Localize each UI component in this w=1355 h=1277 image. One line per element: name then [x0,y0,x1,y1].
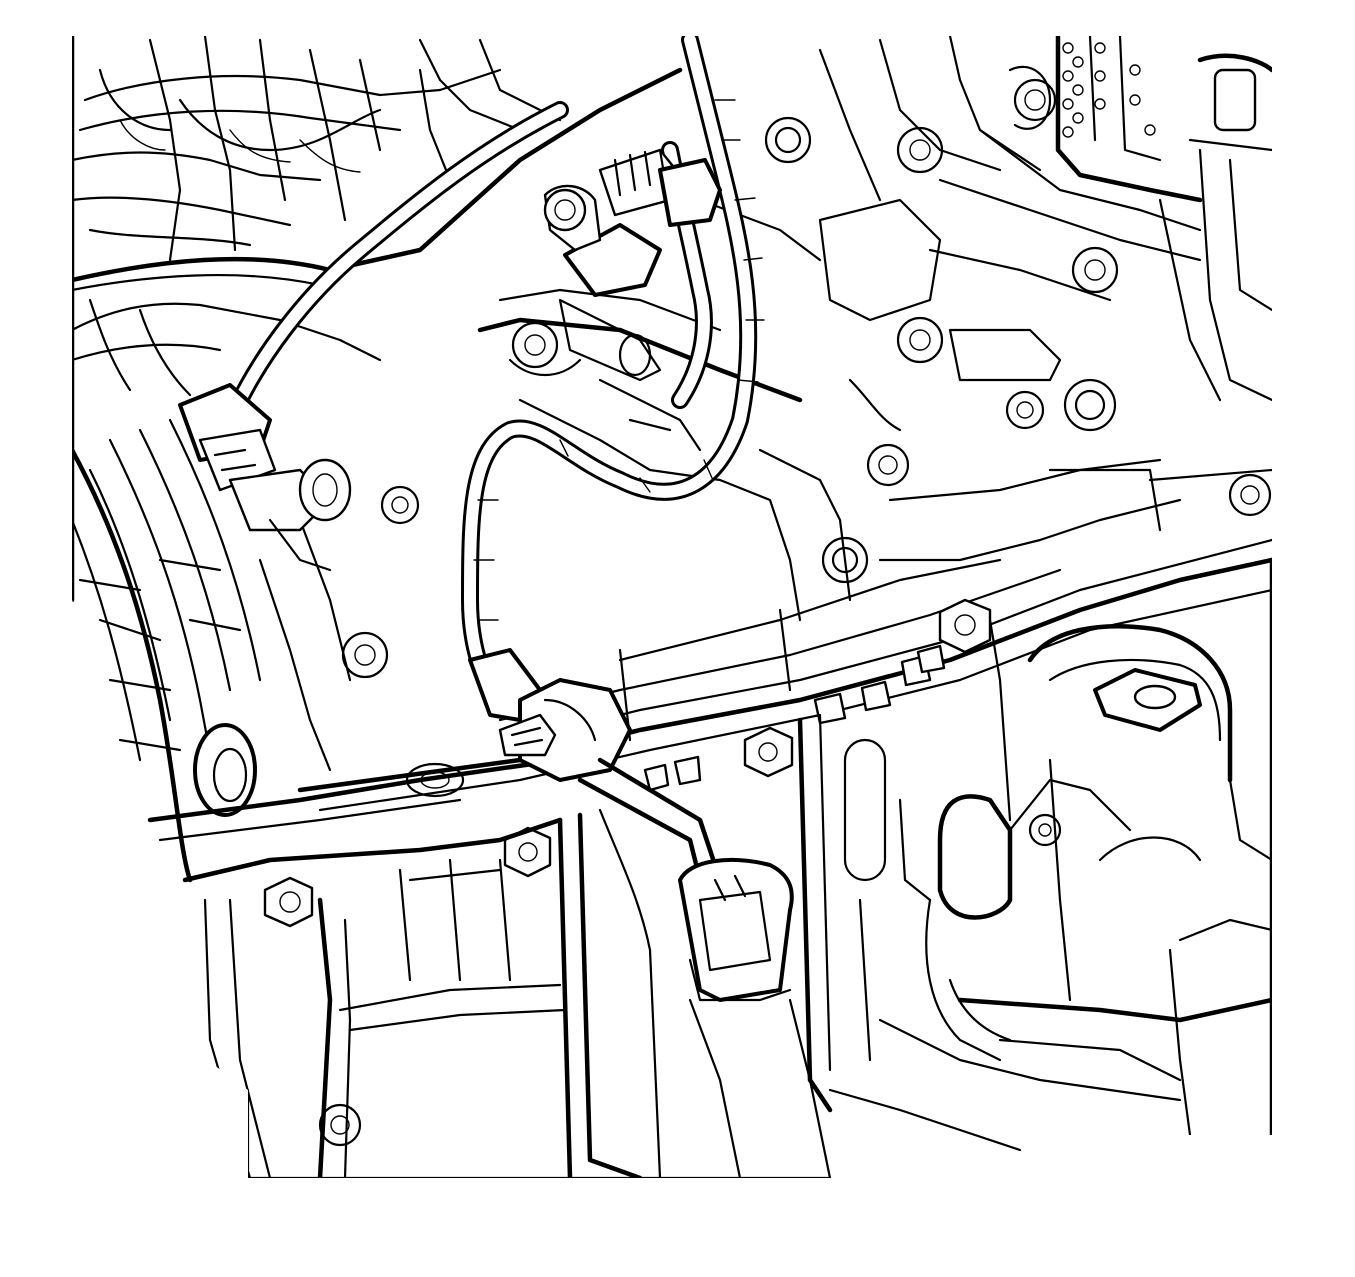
central-casting [318,116,1272,1147]
left-sensor-connector [178,101,569,572]
lower-sensor [678,858,794,1002]
upper-right-bracket [818,36,1272,402]
bottom-edge [246,1088,832,1178]
left-timing-cover [72,418,563,883]
oil-pan-body [182,557,1272,1178]
upper-sensor [543,148,722,297]
